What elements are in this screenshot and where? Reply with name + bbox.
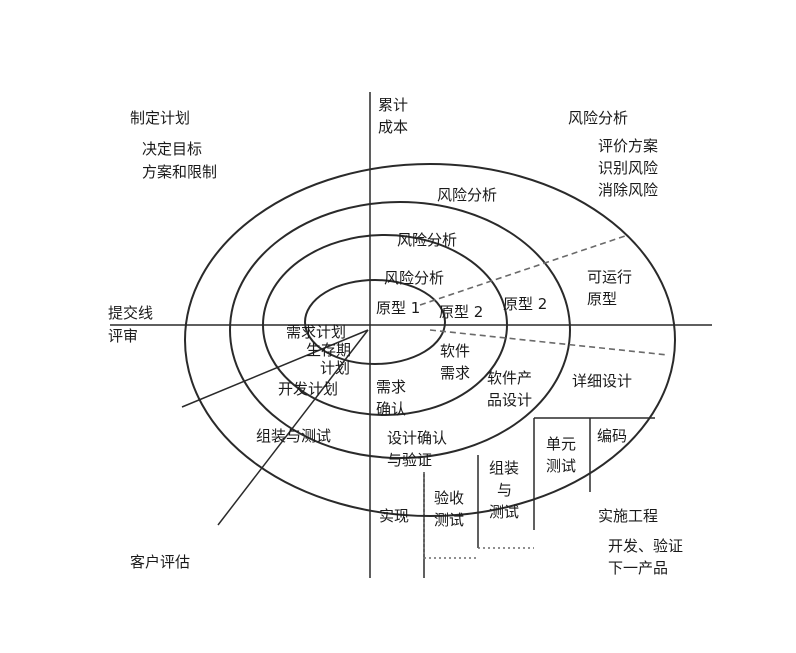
detailed-design-label: 详细设计 <box>572 372 632 390</box>
evaluation-title: 客户评估 <box>130 553 190 571</box>
operational-prototype-1: 可运行 <box>587 268 632 286</box>
req-confirm-1: 需求 <box>376 378 406 396</box>
risk-analysis-label-1: 风险分析 <box>437 186 497 204</box>
req-plan-line-1: 需求计划 <box>286 323 346 341</box>
prototype-3-label: 原型 2 <box>503 295 547 313</box>
spiral-ring-second <box>262 234 508 416</box>
acceptance-test-1: 验收 <box>434 489 464 507</box>
prototype-1-label: 原型 1 <box>376 299 420 317</box>
plan-item-1: 决定目标 <box>142 140 202 158</box>
spiral-ring-outer <box>184 163 676 517</box>
req-plan-line-3: 计划 <box>320 359 350 377</box>
axis-left-label-2: 评审 <box>108 327 138 345</box>
integ-test-2: 与 <box>497 481 512 499</box>
prototype-2-label: 原型 2 <box>439 303 483 321</box>
dashed-divider-upper <box>419 234 629 306</box>
engineering-item-2: 下一产品 <box>608 559 668 577</box>
integ-test-3: 测试 <box>489 503 519 521</box>
spiral-ring-third <box>229 201 571 459</box>
unit-test-1: 单元 <box>546 435 576 453</box>
req-confirm-2: 确认 <box>376 400 406 418</box>
risk-title: 风险分析 <box>568 109 628 127</box>
software-req-1: 软件 <box>440 342 470 360</box>
operational-prototype-2: 原型 <box>587 290 617 308</box>
axis-top-label-1: 累计 <box>378 96 408 114</box>
risk-analysis-label-2: 风险分析 <box>397 231 457 249</box>
dev-plan-label: 开发计划 <box>278 380 338 398</box>
engineering-title: 实施工程 <box>598 507 658 525</box>
axis-top-label-2: 成本 <box>378 118 408 136</box>
integ-test-1: 组装 <box>489 459 519 477</box>
coding-label: 编码 <box>597 427 627 445</box>
design-verify-1: 设计确认 <box>387 429 447 447</box>
product-design-1: 软件产 <box>487 369 532 387</box>
software-req-2: 需求 <box>440 364 470 382</box>
req-plan-line-2: 生存期 <box>306 341 351 359</box>
integration-label: 组装与测试 <box>256 427 331 445</box>
product-design-2: 品设计 <box>487 391 532 409</box>
unit-test-2: 测试 <box>546 457 576 475</box>
risk-item-1: 评价方案 <box>598 137 658 155</box>
spiral-ring-inner <box>304 279 446 365</box>
acceptance-test-2: 测试 <box>434 511 464 529</box>
risk-item-2: 识别风险 <box>598 159 658 177</box>
design-verify-2: 与验证 <box>387 451 432 469</box>
engineering-item-1: 开发、验证 <box>608 537 683 555</box>
axis-left-label-1: 提交线 <box>108 304 153 322</box>
implement-label: 实现 <box>379 507 409 525</box>
risk-analysis-label-3: 风险分析 <box>384 269 444 287</box>
evaluation-pointer-1 <box>181 329 369 408</box>
plan-item-2: 方案和限制 <box>142 163 217 181</box>
risk-item-3: 消除风险 <box>598 181 658 199</box>
evaluation-pointer-2 <box>217 329 369 526</box>
plan-title: 制定计划 <box>130 109 190 127</box>
